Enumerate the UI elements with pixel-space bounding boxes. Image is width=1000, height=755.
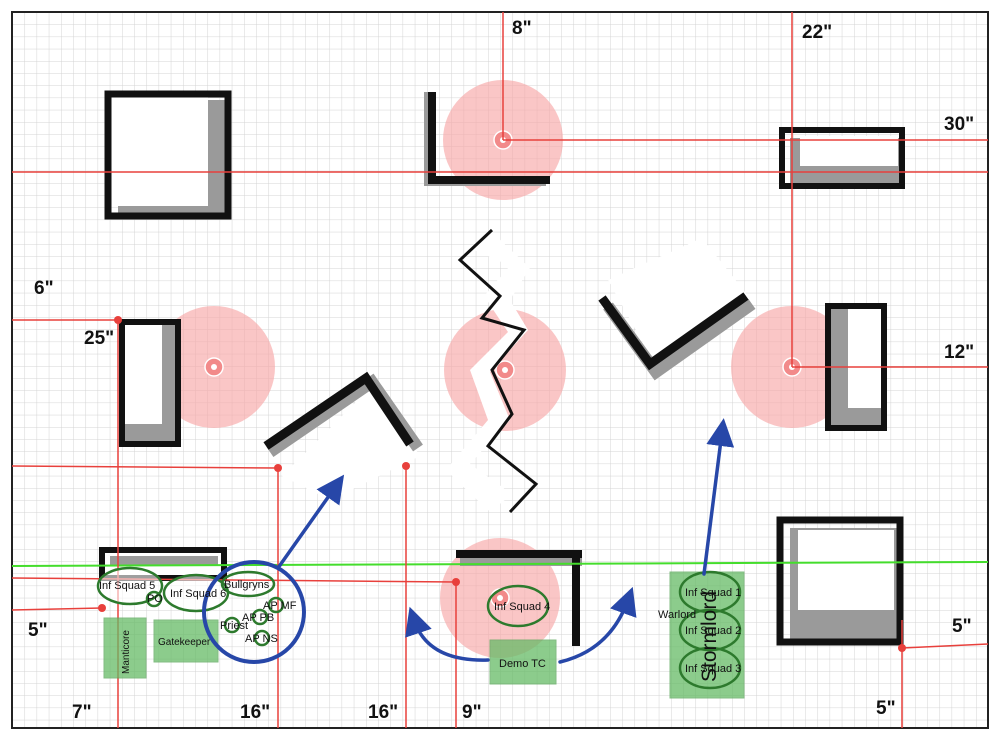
terrain-rect-bottom-left (99, 547, 227, 581)
bullgryns-ring[interactable] (220, 570, 276, 598)
inf-squad-4-label: Inf Squad 4 (494, 601, 550, 613)
objective-marker-icon (495, 360, 515, 380)
inf-squad-3-ring[interactable] (678, 646, 742, 690)
arrow-stormlord (702, 418, 735, 576)
po-label: PO (147, 593, 163, 605)
label-16a: 16" (240, 702, 270, 723)
inf-squad-1-label: Inf Squad 1 (685, 587, 741, 599)
manticore-label: Manticore (121, 630, 132, 674)
label-6: 6" (34, 278, 54, 299)
terrain-rect-left (119, 319, 181, 447)
measurement-labels: 8" 22" 30" 6" 25" 12" 5" 5" 7" 16" 16" 9… (28, 18, 974, 723)
ap-mf-ring[interactable] (267, 596, 285, 614)
board-border (11, 11, 989, 729)
measure-line-left-mid (11, 465, 279, 469)
label-5-left: 5" (28, 620, 48, 641)
deployment-line (11, 561, 989, 567)
inf-squad-6-label: Inf Squad 6 (170, 588, 226, 600)
arrow-demo-right (558, 586, 637, 664)
inf-squad-5-label: Inf Squad 5 (99, 580, 155, 592)
arrow-demo-left (405, 606, 490, 662)
terrain-angled-right (598, 238, 756, 381)
measure-line-5-left (11, 607, 103, 611)
stormlord-label: Stormlord (698, 591, 721, 682)
measure-line-5-right (901, 643, 989, 649)
inf-squad-2-label: Inf Squad 2 (685, 625, 741, 637)
measure-line-lower (11, 577, 457, 583)
po-ring[interactable] (145, 590, 163, 608)
terrain-zigzag-center (446, 228, 539, 514)
label-12: 12" (944, 342, 974, 363)
vehicles: Manticore Gatekeeper Demo TC (103, 571, 745, 699)
terrain-square-top-left (104, 90, 232, 220)
inf-squad-3-label: Inf Squad 3 (685, 663, 741, 675)
ap-ns-label: AP NS (245, 633, 278, 645)
demo-tc-label: Demo TC (499, 658, 546, 670)
inf-squad-5-ring[interactable] (96, 566, 164, 606)
movement-arrows (276, 418, 735, 664)
bullgryn-group-circle (202, 560, 306, 664)
priest-label: Priest (220, 620, 248, 632)
measurement-lines (11, 12, 989, 728)
ap-ns-ring[interactable] (253, 629, 271, 647)
label-7: 7" (72, 702, 92, 723)
label-9: 9" (462, 702, 482, 723)
label-8: 8" (512, 18, 532, 39)
bullgryns-label: Bullgryns (224, 579, 270, 591)
terrain-rect-top-right (779, 127, 905, 189)
ap-pb-label: AP PB (242, 612, 274, 624)
ap-pb-ring[interactable] (251, 608, 269, 626)
inf-squad-4-ring[interactable] (486, 584, 550, 628)
label-30: 30" (944, 114, 974, 135)
label-5-bottom: 5" (876, 698, 896, 719)
terrain-l-top-center (424, 92, 550, 186)
manticore-vehicle[interactable]: Manticore (103, 617, 147, 679)
gatekeeper-label: Gatekeeper (158, 637, 211, 648)
ap-mf-label: AP MF (263, 600, 297, 612)
inf-squad-1-ring[interactable] (678, 570, 742, 614)
objective-marker-icon (204, 357, 224, 377)
arrow-bullgryns (276, 474, 345, 570)
demo-tc-vehicle[interactable]: Demo TC (489, 639, 557, 685)
terrain-angled-left (263, 371, 423, 500)
terrain-l-bottom-center (456, 550, 582, 646)
terrain-square-bottom-right (776, 516, 904, 646)
label-25: 25" (84, 328, 114, 349)
label-22: 22" (802, 22, 832, 43)
label-16b: 16" (368, 702, 398, 723)
inf-squad-2-ring[interactable] (678, 608, 742, 652)
unit-labels: Inf Squad 5 Inf Squad 6 PO Bullgryns AP … (99, 579, 741, 682)
gatekeeper-vehicle[interactable]: Gatekeeper (153, 619, 219, 663)
measurement-points (98, 316, 906, 652)
label-5-right: 5" (952, 616, 972, 637)
priest-ring[interactable] (223, 616, 241, 634)
warlord-label: Warlord (658, 609, 696, 621)
